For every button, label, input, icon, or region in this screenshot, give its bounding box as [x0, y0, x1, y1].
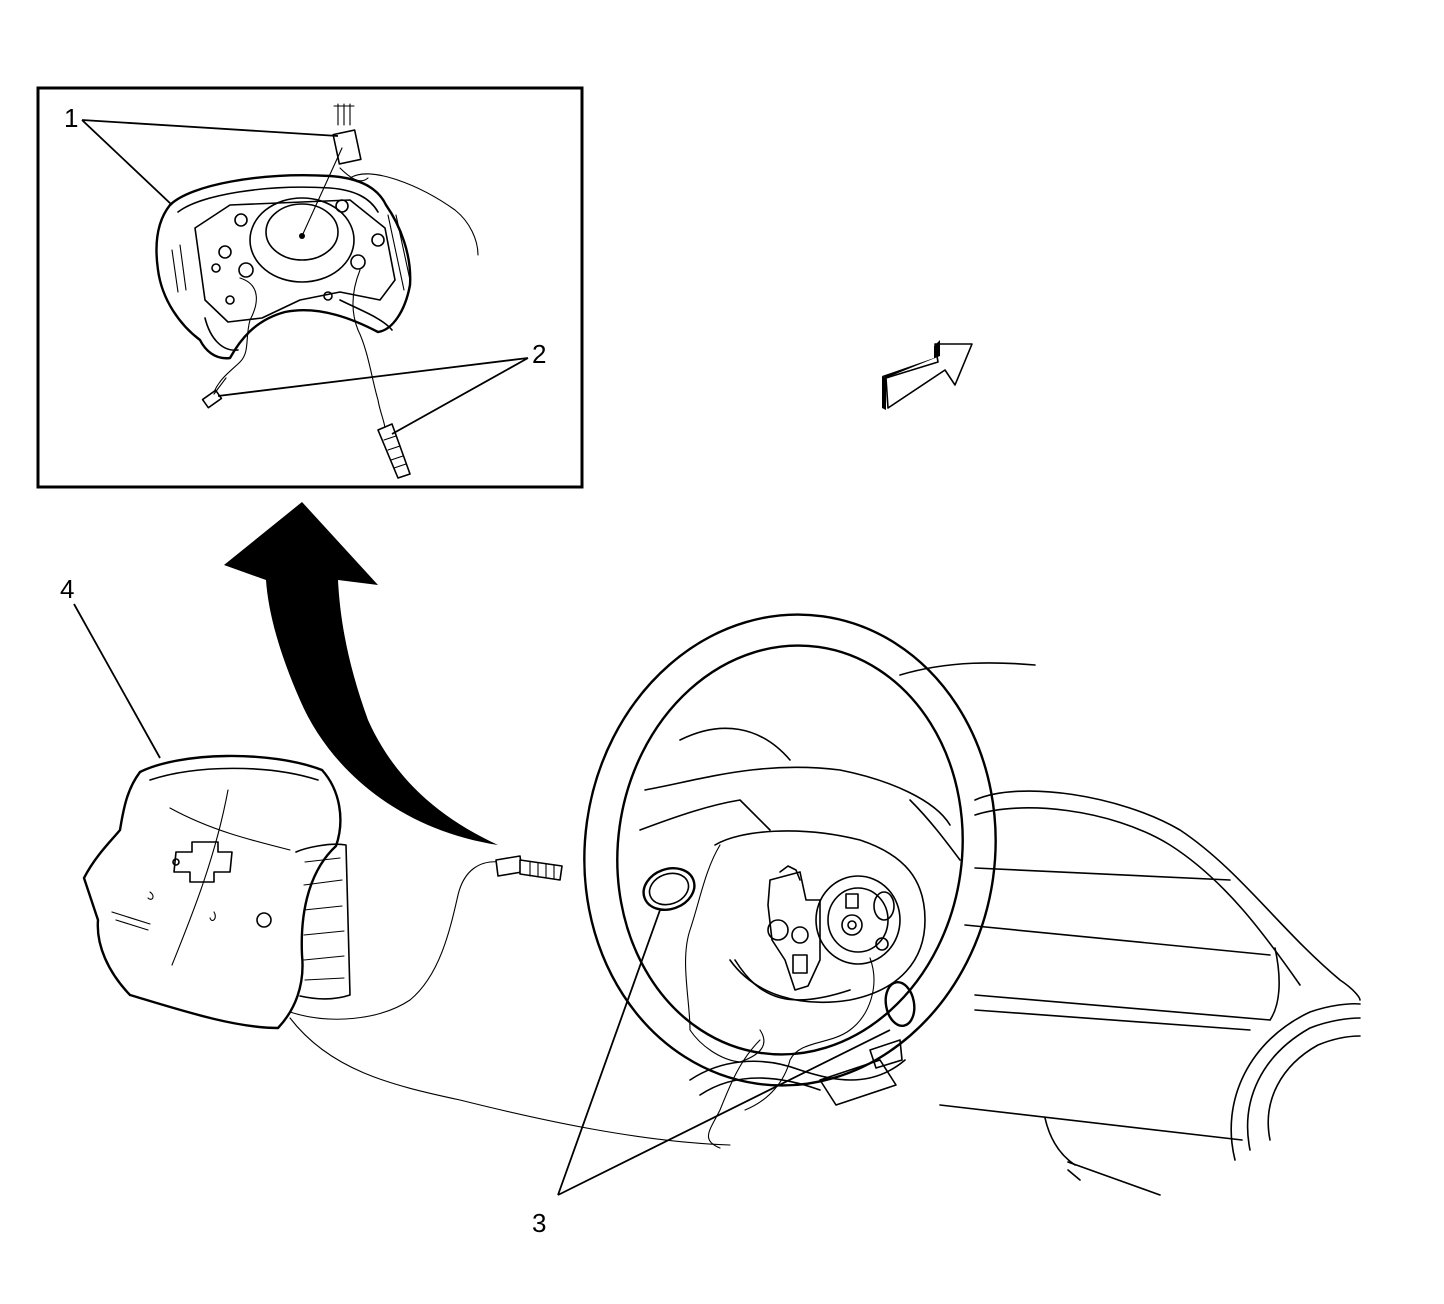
airbag-module-rear-view	[155, 103, 479, 479]
shorting-tool-detail	[377, 423, 411, 479]
callout-2-leader	[217, 357, 529, 435]
callout-3-label: 3	[532, 1208, 546, 1238]
removal-direction-arrow	[224, 502, 498, 845]
callout-4-label: 4	[60, 574, 74, 604]
callout-1-leader	[81, 119, 339, 206]
wheel-connector-opening-right	[884, 980, 916, 1028]
airbag-module-front	[82, 754, 731, 1146]
detail-inset: 1 2	[36, 86, 584, 489]
callout-3-leader	[557, 909, 891, 1196]
wheel-connector-opening-left	[642, 867, 696, 911]
steering-column-hub	[767, 865, 901, 991]
steering-wheel-assembly	[583, 613, 1361, 1196]
callout-4-leader	[73, 603, 161, 759]
forward-direction-arrow	[882, 340, 973, 410]
callout-1-label: 1	[64, 103, 78, 133]
callout-2-label: 2	[532, 339, 546, 369]
shorting-bar-plug	[495, 855, 563, 881]
inset-frame	[36, 86, 584, 489]
